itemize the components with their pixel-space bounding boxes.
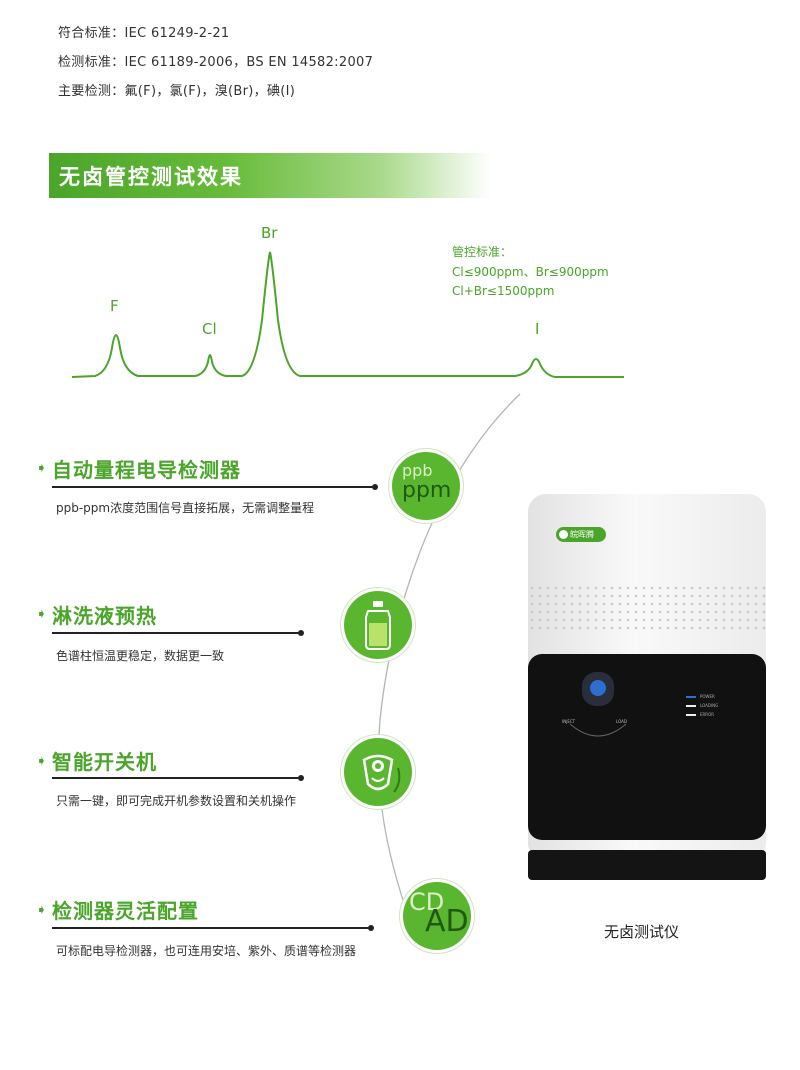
status-error: ERROR: [686, 712, 718, 721]
feature-desc-1: ppb-ppm浓度范围信号直接拓展，无需调整量程: [56, 501, 315, 515]
arrow-icon: ➧: [36, 607, 47, 622]
feature-dot-4: [368, 925, 374, 931]
feature-dot-1: [372, 484, 378, 490]
brand-badge: 皖晖腾: [556, 527, 606, 542]
device-base: [528, 850, 766, 880]
standard-testing: 检测标准：IEC 61189-2006，BS EN 14582:2007: [58, 55, 374, 70]
feature-underline-1: [52, 486, 374, 488]
status-loading: LOADING: [686, 703, 718, 712]
icon-text-ppm: ppm: [402, 478, 452, 503]
device-front-panel: INJECT LOAD POWER LOADING ERROR: [528, 654, 766, 840]
feature-dot-3: [298, 775, 304, 781]
feature-underline-4: [52, 927, 370, 929]
icon-text-ad: AD: [425, 904, 469, 939]
peak-label-cl: Cl: [202, 320, 217, 338]
brand-logo-icon: [559, 530, 568, 539]
device-vent: [528, 584, 766, 634]
standard-compliance: 符合标准：IEC 61249-2-21: [58, 26, 230, 41]
feature-title-1: 自动量程电导检测器: [52, 458, 241, 482]
spec-line-2: Cl+Br≤1500ppm: [452, 284, 555, 298]
feature-title-4: 检测器灵活配置: [52, 899, 199, 923]
standard-main-detection: 主要检测：氟(F)，氯(F)，溴(Br)，碘(I): [58, 84, 296, 99]
cd-ad-icon: CD AD: [403, 882, 471, 950]
valve-arc-icon: [569, 723, 627, 737]
power-icon: [344, 738, 412, 806]
icon-text-cd: CD: [409, 888, 445, 916]
device-illustration: 皖晖腾 INJECT LOAD POWER LOADING ERROR: [528, 494, 766, 886]
icon-text-ppb: ppb: [402, 461, 433, 480]
peak-label-i: I: [535, 320, 540, 338]
feature-title-2: 淋洗液预热: [52, 604, 157, 628]
ppb-ppm-icon: ppb ppm: [392, 452, 460, 520]
peak-label-f: F: [110, 297, 119, 315]
injection-valve-icon: [582, 672, 614, 706]
arrow-icon: ➧: [36, 754, 47, 769]
feature-desc-4: 可标配电导检测器，也可连用安培、紫外、质谱等检测器: [56, 944, 357, 958]
spec-line-1: Cl≤900ppm、Br≤900ppm: [452, 265, 609, 279]
bottle-icon: [344, 591, 412, 659]
banner-title: 无卤管控测试效果: [59, 165, 243, 189]
feature-underline-3: [52, 777, 300, 779]
peak-label-br: Br: [261, 224, 278, 242]
brand-name: 皖晖腾: [570, 530, 594, 539]
chromatogram-curve: [71, 251, 624, 378]
inject-label: INJECT: [562, 719, 576, 724]
feature-desc-3: 只需一键，即可完成开机参数设置和关机操作: [56, 794, 297, 808]
section-banner: 无卤管控测试效果: [49, 153, 491, 198]
feature-title-3: 智能开关机: [52, 750, 157, 774]
status-power: POWER: [686, 694, 718, 703]
arrow-icon: ➧: [36, 461, 47, 476]
feature-desc-2: 色谱柱恒温更稳定，数据更一致: [56, 649, 225, 663]
feature-dot-2: [298, 630, 304, 636]
spec-title: 管控标准：: [452, 245, 513, 259]
load-label: LOAD: [616, 719, 627, 724]
arrow-icon: ➧: [36, 903, 47, 918]
device-caption: 无卤测试仪: [604, 923, 680, 941]
feature-underline-2: [52, 632, 300, 634]
status-indicators: POWER LOADING ERROR: [686, 694, 718, 721]
